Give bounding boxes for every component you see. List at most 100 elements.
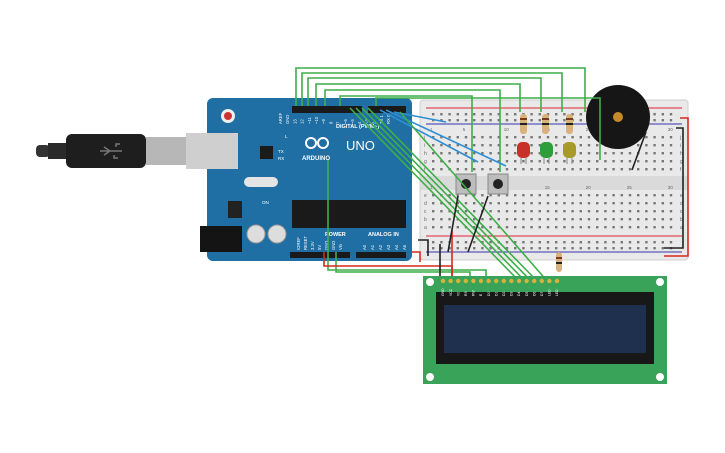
led-icon: [540, 142, 553, 164]
pin-label: RESET: [303, 236, 308, 250]
breadboard-row-label: i: [680, 143, 681, 149]
lcd-pin-label: D7: [540, 292, 544, 296]
lcd-pin: [509, 278, 514, 284]
lcd-pin-label: D2: [502, 292, 506, 296]
pin-label: ~11: [307, 117, 312, 124]
rx-label: RX: [278, 156, 284, 161]
atmega-chip: [292, 200, 406, 228]
lcd-pin-label: D6: [532, 292, 536, 296]
lcd-pin-label: D0: [487, 292, 491, 296]
lcd-pin: [463, 278, 468, 284]
lcd-screen: [444, 305, 646, 353]
lcd-pin: [501, 278, 506, 284]
resistor-icon: [542, 114, 549, 134]
breadboard-col-label: 20: [586, 185, 592, 190]
lcd-pin: [471, 278, 476, 284]
lcd-pin: [448, 278, 453, 284]
pushbutton-icon[interactable]: [487, 173, 509, 195]
breadboard-row-label: b: [424, 217, 427, 223]
pin-label: 3.3V: [310, 241, 315, 250]
lcd-pin-label: D5: [525, 292, 529, 296]
arduino-uno-board: ARDUINO UNO DIGITAL (PWM~) POWER ANALOG …: [186, 98, 412, 261]
pin-label: ~10: [314, 116, 319, 124]
digital-label: DIGITAL (PWM~): [336, 124, 380, 130]
pin-label: 13: [292, 119, 297, 124]
lcd-pin: [456, 278, 461, 284]
pin-label: IOREF: [296, 237, 301, 250]
pin-label: ~5: [350, 119, 355, 124]
lcd-pin: [524, 278, 529, 284]
breadboard-row-label: c: [680, 209, 683, 215]
pin-label: A3: [386, 244, 391, 250]
lcd-pin-label: LED: [555, 289, 559, 296]
pushbutton-icon[interactable]: [455, 173, 477, 195]
lcd-pin-label: GND: [441, 288, 445, 296]
lcd-pin-label: E: [479, 293, 483, 296]
lcd-pin-label: V0: [456, 292, 460, 296]
pin-label: A2: [378, 244, 383, 250]
dc-jack: [200, 226, 242, 252]
pin-label: GND: [285, 115, 290, 124]
pin-label: 7: [336, 121, 341, 124]
pin-label: 12: [300, 119, 305, 124]
resistor-icon: [520, 114, 527, 134]
breadboard-col-label: 30: [668, 127, 674, 132]
pin-label: GND: [331, 241, 336, 250]
resistor-icon: [566, 114, 573, 134]
breadboard-col-label: 1: [430, 127, 433, 132]
breadboard-row-label: a: [680, 225, 683, 231]
lcd-pin: [539, 278, 544, 284]
wires: [295, 67, 689, 283]
lcd-pin-label: RW: [472, 290, 476, 296]
pin-label: A1: [370, 244, 375, 250]
lcd-pin-label: D4: [517, 292, 521, 296]
lcd-pin: [554, 278, 560, 284]
pin-label: RX 0: [386, 114, 391, 124]
breadboard-col-label: 25: [627, 185, 633, 190]
usb-port: [186, 133, 238, 169]
breadboard-row-label: j: [679, 135, 681, 141]
pin-label: ~3: [364, 119, 369, 124]
breadboard-col-label: 1: [430, 185, 433, 190]
pin-label: 2: [372, 121, 377, 124]
breadboard-row-label: d: [424, 201, 427, 207]
pin-label: A5: [402, 244, 407, 250]
pin-label: ~6: [343, 119, 348, 124]
breadboard-row-label: h: [424, 151, 427, 157]
lcd-pin-label: D1: [494, 292, 498, 296]
breadboard-row-label: g: [424, 159, 427, 165]
lcd-pin: [532, 278, 537, 284]
breadboard-row-label: e: [424, 193, 427, 199]
lcd-pin: [494, 278, 499, 284]
led-icon: [517, 142, 530, 164]
pin-label: 8: [328, 121, 333, 124]
board-brand: ARDUINO: [302, 156, 330, 162]
pin-label: Vin: [338, 243, 343, 250]
breadboard-row-label: j: [423, 135, 425, 141]
breadboard-col-label: 5: [463, 127, 466, 132]
breadboard-row-label: h: [680, 151, 683, 157]
l-label: L: [285, 134, 288, 139]
breadboard-col-label: 15: [545, 185, 551, 190]
pin-label: 4: [357, 121, 362, 124]
pin-label: TX 1: [379, 114, 384, 124]
lcd-pin: [547, 278, 552, 284]
lcd-pin: [440, 278, 446, 284]
lcd-pin-label: VCC: [449, 288, 453, 296]
breadboard-row-label: a: [424, 225, 427, 231]
lcd-pin: [478, 278, 484, 284]
on-label: ON: [262, 200, 269, 205]
pin-label: 5V: [317, 245, 322, 250]
board-model: UNO: [346, 138, 375, 153]
pin-label: AREF: [278, 112, 283, 124]
pin-label: ~9: [321, 119, 326, 124]
breadboard-row-label: i: [424, 143, 425, 149]
lcd-pin-label: LED: [548, 289, 552, 296]
analog-label: ANALOG IN: [368, 232, 399, 238]
pin-label: A0: [362, 244, 367, 250]
pin-label: A4: [394, 244, 399, 250]
led-icon: [563, 142, 576, 164]
breadboard-col-label: 30: [668, 185, 674, 190]
